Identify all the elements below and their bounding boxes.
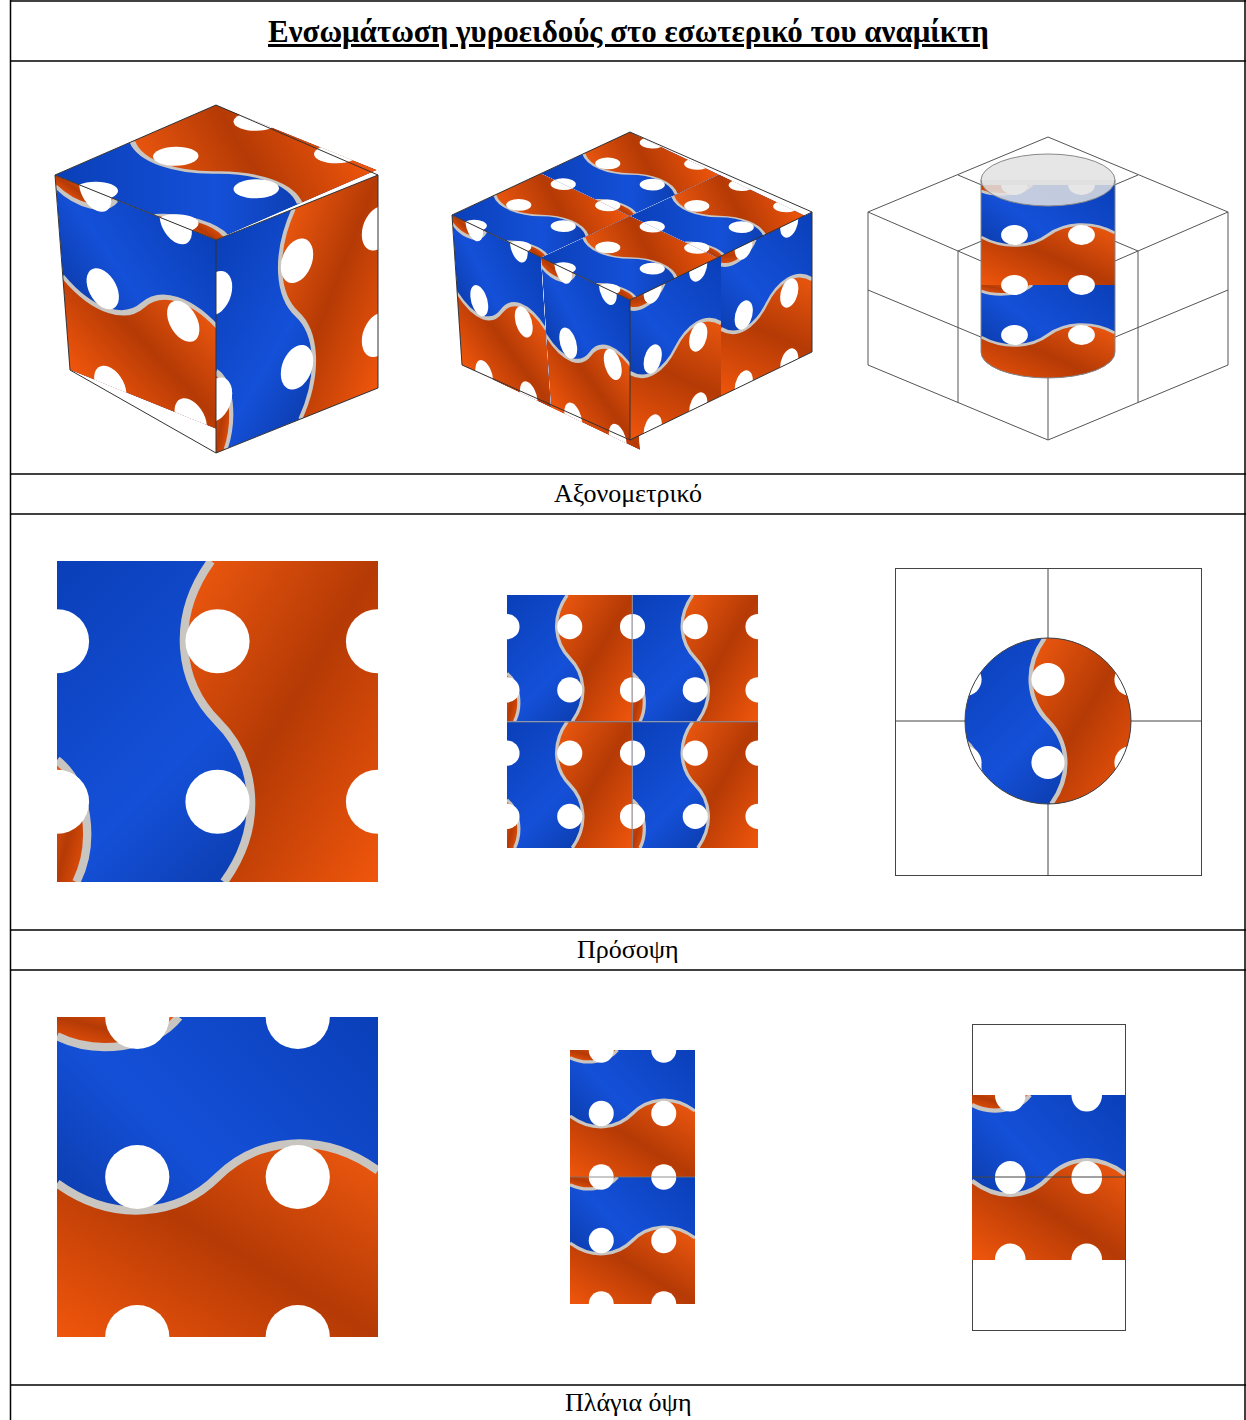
row-label: Πλάγια όψη	[565, 1388, 691, 1418]
row-label: Αξονομετρικό	[554, 479, 702, 509]
row-label: Πρόσοψη	[577, 935, 679, 965]
table-title: Ενσωμάτωση γυροειδούς στο εσωτερικό του …	[268, 14, 989, 50]
